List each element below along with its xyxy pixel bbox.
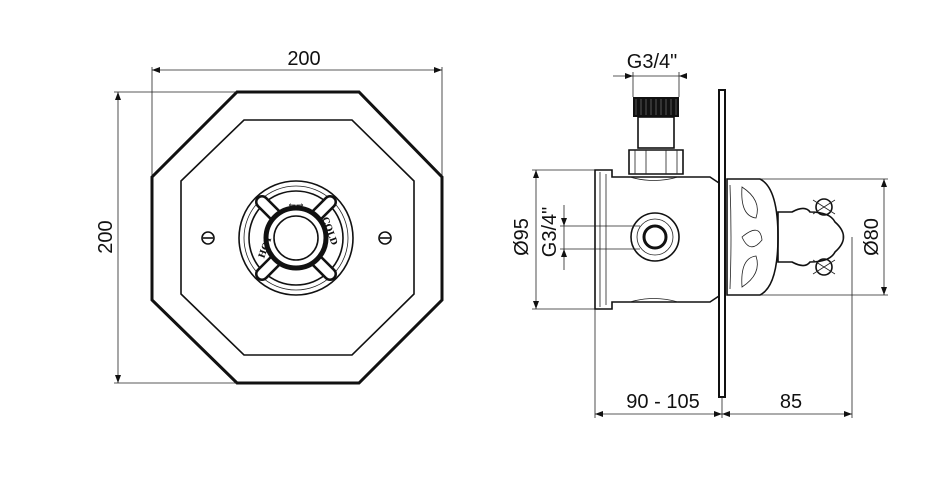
left-screw	[201, 231, 215, 245]
trim-shroud	[726, 178, 779, 296]
body-diameter-label: Ø95	[511, 218, 533, 256]
side-inlet	[630, 212, 680, 262]
handle-depth-label: 85	[780, 391, 802, 413]
right-screw	[378, 231, 392, 245]
valve-body	[594, 169, 720, 310]
height-dimension: 200	[95, 91, 237, 384]
wall-plate	[718, 89, 726, 398]
depth-label: 90 - 105	[626, 391, 699, 413]
side-thread-label: G3/4"	[539, 207, 561, 257]
cross-handle: HOT COLD ←→	[238, 180, 354, 296]
front-view: HOT COLD ←→ 200 200	[95, 48, 444, 385]
trim-diameter-label: Ø80	[861, 218, 883, 256]
direction-arrow: ←→	[288, 201, 304, 211]
body-diameter-dimension: Ø95	[511, 169, 595, 310]
trim-diameter-dimension: Ø80	[760, 178, 888, 296]
width-dimension: 200	[151, 48, 443, 175]
height-label: 200	[95, 220, 117, 253]
handle-depth-dimension: 85	[722, 237, 853, 418]
side-view: G3/4" Ø95 G3/4" Ø80	[511, 51, 888, 418]
top-thread-dimension: G3/4"	[613, 51, 687, 97]
inner-octagon-plate	[180, 119, 415, 356]
width-label: 200	[287, 48, 320, 70]
side-handle	[777, 198, 845, 276]
side-thread-dimension: G3/4"	[539, 205, 640, 270]
top-inlet	[628, 97, 684, 175]
top-thread-label: G3/4"	[627, 51, 677, 73]
depth-dimension: 90 - 105	[594, 309, 723, 418]
outer-octagon-plate	[150, 90, 444, 385]
